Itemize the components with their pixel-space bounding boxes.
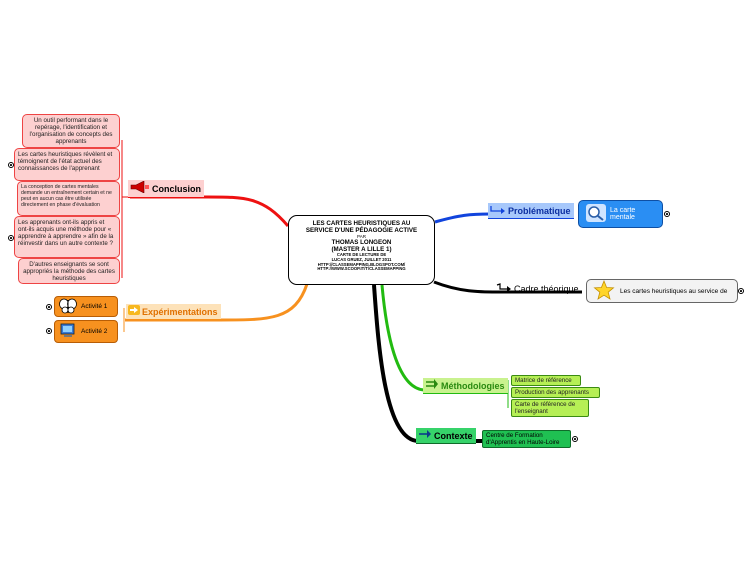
central-carte-lecture: CARTE DE LECTURE DE [336,252,387,257]
conclusion-item-3-text: La conception de cartes mentales demande… [21,184,112,208]
problematique-child[interactable]: La carte mentale [578,200,663,228]
topic-contexte[interactable]: Contexte [416,428,476,444]
central-url-1: HTTP://CLASSEMAPPING.BLOGSPOT.COM/ [317,261,406,267]
cadre-child-label: Les cartes heuristiques au service de [620,287,728,295]
link-conclusion-children [121,140,128,278]
collapse-knob-7[interactable] [572,436,578,442]
methodologies-item-3-text: Carte de référence de l'enseignant [515,401,576,415]
central-lucas: LUCAS GRUEZ, JUILLET 2011 [331,256,392,262]
central-author: THOMAS LONGEON [331,239,392,246]
cadre-child[interactable]: Les cartes heuristiques au service de [586,279,738,303]
conclusion-item-1[interactable]: Un outil performant dans le repérage, l'… [22,114,120,148]
methodologies-item-3[interactable]: Carte de référence de l'enseignant [511,399,589,417]
double-arrow-icon [425,379,439,392]
butterfly-icon [59,298,77,316]
activite-1[interactable]: Activité 1 [54,296,118,317]
megaphone-icon [130,180,150,196]
computer-icon [59,323,77,341]
topic-cadre-theorique[interactable]: Cadre théorique [494,281,582,296]
conclusion-item-5[interactable]: D'autres enseignants se sont appropriés … [18,258,120,284]
link-cadre [433,280,582,294]
central-par: PAR [357,234,366,239]
central-url-2: HTTP://WWW.SCOOP.IT/T/CLASSEMAPPING [317,266,406,272]
conclusion-item-4-text: Les apprenants ont-ils appris et ont-ils… [18,219,114,247]
turn-arrow-icon [490,204,506,217]
conclusion-item-2[interactable]: Les cartes heuristiques révèlent et témo… [14,148,120,181]
collapse-knob-5[interactable] [664,211,670,217]
conclusion-item-1-text: Un outil performant dans le repérage, l'… [29,117,113,145]
collapse-knob-3[interactable] [46,304,52,310]
star-icon [593,280,615,302]
central-topic[interactable]: LES CARTES HEURISTIQUES AU SERVICE D'UNE… [288,215,435,285]
methodologies-item-2[interactable]: Production des apprenants [511,387,600,398]
arrow-right-icon [128,305,140,318]
methodologies-item-1-text: Matrice de référence [515,377,572,384]
turn-arrow-icon [496,282,512,295]
link-conclusion [130,195,290,227]
activite-1-label: Activité 1 [81,303,108,310]
arrow-icon [418,429,432,442]
topic-methodologies[interactable]: Méthodologies [423,378,508,394]
contexte-item-1[interactable]: Centre de Formation d'Apprentis en Haute… [482,430,571,448]
link-contexte [372,284,484,443]
conclusion-item-3[interactable]: La conception de cartes mentales demande… [17,181,120,216]
central-master: (MASTER A LILLE 1) [331,246,392,253]
problematique-child-label: La carte mentale [610,207,636,221]
topic-problematique[interactable]: Problématique [488,203,574,219]
contexte-label: Contexte [434,430,473,441]
topic-conclusion[interactable]: Conclusion [128,180,204,198]
methodologies-item-2-text: Production des apprenants [515,389,589,396]
conclusion-item-4[interactable]: Les apprenants ont-ils appris et ont-ils… [14,216,120,258]
problematique-label: Problématique [508,205,571,216]
contexte-item-1-text: Centre de Formation d'Apprentis en Haute… [486,432,560,446]
collapse-knob-6[interactable] [738,288,744,294]
collapse-knob-4[interactable] [46,328,52,334]
activite-2[interactable]: Activité 2 [54,320,118,343]
link-methodologies [380,284,508,392]
collapse-knob-2[interactable] [8,235,14,241]
conclusion-label: Conclusion [152,183,201,194]
cadre-label: Cadre théorique [514,283,579,294]
collapse-knob-1[interactable] [8,162,14,168]
experimentations-label: Expérimentations [142,306,218,317]
magnifier-icon [586,204,606,224]
conclusion-item-2-text: Les cartes heuristiques révèlent et témo… [18,151,113,172]
methodologies-item-1[interactable]: Matrice de référence [511,375,581,386]
central-title-1: LES CARTES HEURISTIQUES AU [312,220,411,227]
central-title-2: SERVICE D'UNE PÉDAGOGIE ACTIVE [305,227,418,234]
topic-experimentations[interactable]: Expérimentations [126,304,221,320]
activite-2-label: Activité 2 [81,328,108,335]
methodologies-label: Méthodologies [441,380,505,391]
link-experimentations [125,283,309,322]
conclusion-item-5-text: D'autres enseignants se sont appropriés … [23,261,115,282]
